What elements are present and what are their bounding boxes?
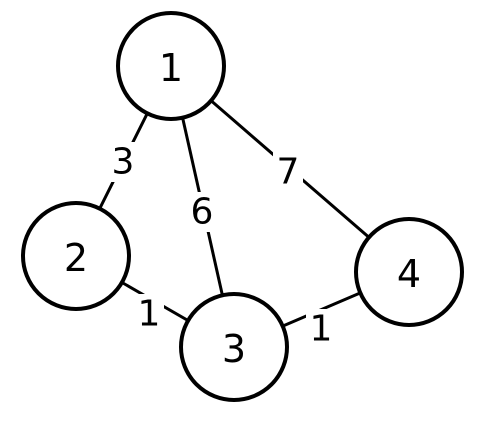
node-4: 4 xyxy=(354,217,464,327)
node-2-circle xyxy=(21,201,131,311)
node-1-circle xyxy=(116,11,226,121)
edge-weight-3-4: 1 xyxy=(310,309,333,350)
node-2-label: 2 xyxy=(64,236,88,280)
nodes-layer: 1 2 3 4 xyxy=(21,11,464,402)
weight-bg-1-2 xyxy=(108,142,138,182)
node-4-label: 4 xyxy=(397,252,421,296)
weight-bg-3-4 xyxy=(306,309,336,349)
node-1-label: 1 xyxy=(159,46,183,90)
node-3-label: 3 xyxy=(222,327,246,371)
edge-weight-1-2: 3 xyxy=(112,142,135,183)
weights-layer: 3 6 7 1 1 xyxy=(108,142,336,350)
node-3: 3 xyxy=(179,292,289,402)
weight-bg-2-3 xyxy=(134,294,164,334)
node-1: 1 xyxy=(116,11,226,121)
node-4-circle xyxy=(354,217,464,327)
edge-weight-1-4: 7 xyxy=(277,152,300,193)
node-2: 2 xyxy=(21,201,131,311)
weight-bg-1-4 xyxy=(273,152,303,192)
edge-weight-1-3: 6 xyxy=(191,192,214,233)
node-3-circle xyxy=(179,292,289,402)
weight-bg-1-3 xyxy=(187,192,217,232)
edge-weight-2-3: 1 xyxy=(138,294,161,335)
